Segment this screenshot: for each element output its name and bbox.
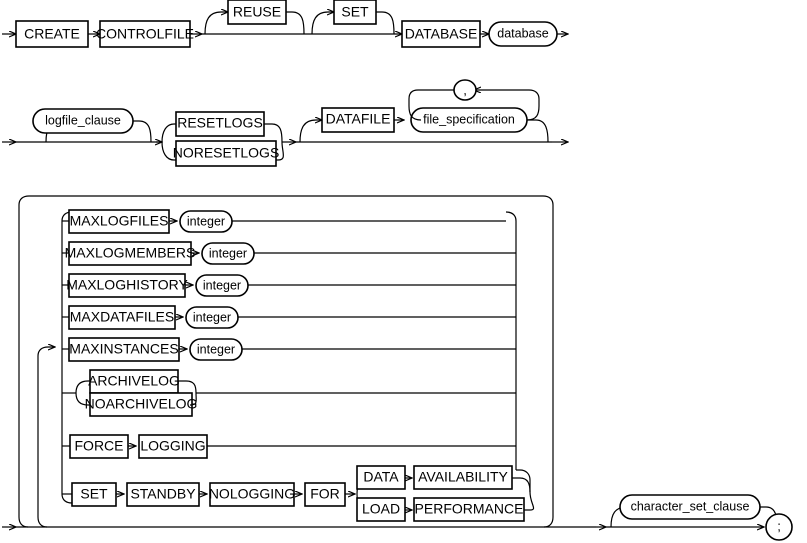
- node-resetlogs-label: RESETLOGS: [177, 115, 263, 131]
- return-top-cap: [505, 211, 517, 222]
- branch-archivelog-out: [178, 380, 197, 394]
- branch-resetlogs-out: [264, 123, 283, 143]
- branch-reuse-in: [204, 12, 228, 35]
- node-integer-5-label: integer: [197, 342, 235, 356]
- branch-noresetlogs-in: [161, 141, 176, 161]
- branch-load-out: [524, 491, 535, 511]
- node-file-specification-label: file_specification: [423, 112, 515, 126]
- branch-filespec-out: [527, 119, 549, 143]
- node-character-set-clause-label: character_set_clause: [631, 499, 750, 513]
- node-reuse-label: REUSE: [233, 4, 281, 20]
- node-comma-separator-label: ,: [463, 82, 467, 97]
- node-comma-separator-circle: [453, 79, 477, 101]
- branch-noarchivelog-in: [75, 392, 90, 406]
- node-set-standby-label: SET: [80, 486, 108, 502]
- node-integer-4-label: integer: [193, 310, 231, 324]
- branch-set-top-out: [376, 11, 395, 35]
- node-archivelog-label: ARCHIVELOG: [88, 373, 180, 389]
- node-noresetlogs-label: NORESETLOGS: [173, 145, 280, 161]
- node-integer-3-label: integer: [203, 278, 241, 292]
- node-integer-2-label: integer: [209, 246, 247, 260]
- branch-logfile-clause-out: [133, 120, 152, 143]
- node-for-label: FOR: [310, 486, 340, 502]
- node-create-label: CREATE: [24, 26, 80, 42]
- node-data-label: DATA: [363, 469, 399, 485]
- node-noarchivelog-label: NOARCHIVELOG: [85, 396, 198, 412]
- node-standby-label: STANDBY: [130, 486, 196, 502]
- node-performance-label: PERFORMANCE: [415, 501, 524, 517]
- node-set-top-label: SET: [341, 4, 369, 20]
- outer-option-repeat-rail: [18, 195, 554, 528]
- node-statement-terminator-label: ;: [777, 518, 781, 533]
- node-maxloghistory-label: MAXLOGHISTORY: [66, 277, 188, 293]
- branch-set-top-in: [311, 12, 334, 35]
- branch-data-out: [512, 477, 531, 493]
- node-statement-terminator-circle: [765, 513, 793, 541]
- node-maxinstances-label: MAXINSTANCES: [69, 341, 178, 357]
- row-2-group: logfile_clause RESETLOGS NORESETLOGS DAT…: [2, 79, 568, 167]
- row-3-options-group: MAXLOGFILES integer MAXLOGMEMBERS intege…: [2, 195, 596, 528]
- node-logging-label: LOGGING: [140, 438, 205, 454]
- node-database-keyword-box[interactable]: [401, 20, 481, 48]
- node-datafile-label: DATAFILE: [326, 111, 391, 127]
- node-maxdatafiles-label: MAXDATAFILES: [70, 309, 175, 325]
- node-resetlogs-box[interactable]: [175, 111, 265, 137]
- node-force-label: FORCE: [75, 438, 124, 454]
- node-availability-label: AVAILABILITY: [418, 469, 508, 485]
- inner-option-left-rail-join: [37, 347, 55, 357]
- node-noresetlogs-box[interactable]: [175, 140, 277, 167]
- node-database-keyword-label: DATABASE: [405, 26, 478, 42]
- branch-noarchivelog-out: [189, 392, 197, 406]
- collector-set-standby-to-return: [516, 469, 531, 492]
- inner-option-left-rail-lower: [37, 356, 48, 528]
- node-maxlogfiles-label: MAXLOGFILES: [70, 213, 169, 229]
- loop-filespec-left: [408, 89, 456, 121]
- node-load-label: LOAD: [362, 501, 400, 517]
- branch-reuse-out: [286, 11, 305, 35]
- dist-bottom-cap: [61, 493, 73, 504]
- branch-datafile-in: [299, 120, 322, 143]
- branch-resetlogs-in: [161, 123, 176, 143]
- node-maxlogmembers-label: MAXLOGMEMBERS: [65, 245, 196, 261]
- branch-archivelog-in: [75, 380, 90, 394]
- node-database-nonterminal-label: database: [497, 26, 548, 40]
- node-logfile-clause-label: logfile_clause: [45, 113, 121, 127]
- node-integer-1-label: integer: [187, 214, 225, 228]
- loop-filespec-right: [478, 89, 540, 121]
- row-4-tail-group: character_set_clause ;: [596, 494, 793, 541]
- node-datafile-box[interactable]: [321, 107, 395, 133]
- row-1-group: CREATE CONTROLFILE REUSE SET DATABASE da…: [2, 0, 568, 48]
- node-nologging-label: NOLOGGING: [209, 486, 295, 502]
- node-controlfile-label: CONTROLFILE: [96, 26, 194, 42]
- node-reuse-box[interactable]: [227, 0, 287, 25]
- branch-noresetlogs-out: [276, 141, 284, 161]
